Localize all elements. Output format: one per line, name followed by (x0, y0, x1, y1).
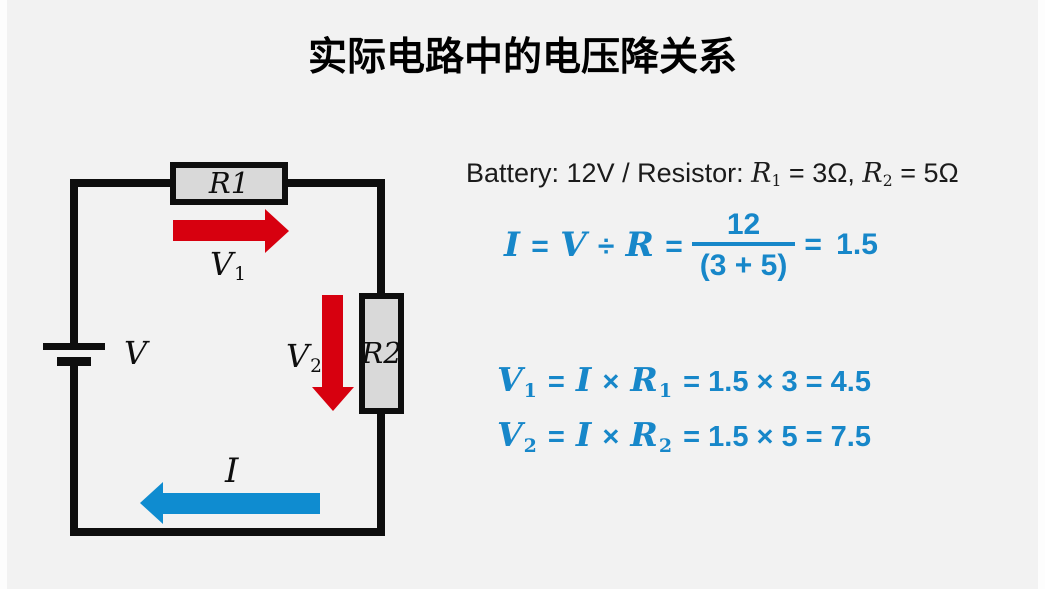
right-edge-strip (1038, 0, 1045, 589)
formula-current-v: V (560, 225, 587, 265)
formula-current: I = V ÷ R = 12 (3 + 5) = 1.5 (504, 208, 881, 282)
battery-symbol-short-plate (57, 357, 91, 366)
resistor-r1-symbol: R (208, 166, 231, 200)
formula-v2-i: I (575, 415, 592, 454)
formula-v2-r-subscript: 2 (658, 435, 673, 457)
formula-v1: V1 = I × R1 = 1.5 × 3 = 4.5 (497, 360, 874, 402)
spec-line: Battery: 12V / Resistor: R1 = 3Ω, R2 = 5… (466, 157, 959, 191)
battery-label: V (124, 334, 148, 372)
v2-voltage-drop-arrow (322, 295, 343, 387)
formula-v2: V2 = I × R2 = 1.5 × 5 = 7.5 (497, 415, 874, 457)
formula-current-r: R (625, 225, 654, 265)
v1-subscript: 1 (234, 263, 246, 285)
wire-left-upper (70, 179, 78, 345)
v1-voltage-drop-arrow-head-icon (265, 209, 289, 253)
formula-v2-calculation: = 1.5 × 5 = 7.5 (675, 421, 871, 453)
formula-current-eq1: = (522, 230, 558, 263)
formula-v2-r-symbol: R (630, 415, 658, 454)
formula-v1-r: R1 (630, 360, 673, 402)
spec-r1: R1 (751, 158, 782, 190)
fraction: 12 (3 + 5) (691, 208, 796, 282)
spec-r1-value: = 3Ω, (781, 158, 863, 188)
spec-r1-symbol: R (751, 158, 772, 189)
formula-current-divide: ÷ (589, 230, 623, 263)
formula-v2-lhs: V2 (497, 415, 537, 457)
formula-v1-i: I (575, 360, 592, 399)
v2-subscript: 2 (310, 355, 322, 377)
formula-v1-v-subscript: 1 (523, 380, 537, 402)
wire-bottom (70, 528, 385, 536)
spec-r2-subscript: 2 (882, 170, 893, 190)
formula-current-i: I (504, 225, 520, 265)
formula-v1-times: × (594, 366, 628, 398)
battery-symbol-long-plate (43, 343, 105, 350)
formula-current-rhs: = 1.5 (801, 228, 881, 262)
resistor-r2-symbol: R (361, 336, 384, 370)
resistor-r1-subscript: 1 (230, 166, 250, 200)
formula-v1-lhs: V1 (497, 360, 537, 402)
v1-voltage-drop-arrow (173, 220, 265, 241)
spec-r1-subscript: 1 (771, 170, 782, 190)
resistor-r2-subscript: 2 (383, 336, 402, 370)
formula-v1-eq1: = (539, 366, 573, 398)
left-edge-strip (0, 0, 7, 589)
v1-label: V1 (210, 248, 246, 284)
resistor-r2-label: R2 (361, 339, 401, 368)
formula-v2-eq1: = (539, 421, 573, 453)
spec-r2: R2 (862, 158, 893, 190)
spec-r2-symbol: R (862, 158, 883, 189)
formula-v2-r: R2 (630, 415, 673, 457)
spec-r2-value: = 5Ω (892, 158, 959, 188)
wire-left-lower (70, 364, 78, 536)
formula-v2-v-subscript: 2 (523, 435, 537, 457)
fraction-denominator: (3 + 5) (691, 242, 796, 282)
formula-v1-r-symbol: R (630, 360, 658, 399)
formula-v2-v: V (497, 415, 523, 454)
v2-symbol: V (286, 337, 310, 375)
current-arrow-head-icon (140, 482, 163, 524)
resistor-r1-label: R1 (209, 169, 249, 198)
fraction-numerator: 12 (726, 208, 761, 241)
resistor-r2-box: R2 (359, 293, 404, 414)
v2-label: V2 (286, 340, 322, 376)
v2-voltage-drop-arrow-head-icon (312, 387, 354, 411)
v1-symbol: V (210, 245, 234, 283)
formula-current-eq2: = (656, 230, 683, 263)
formula-v1-calculation: = 1.5 × 3 = 4.5 (675, 366, 871, 398)
formula-current-eq3: = (804, 228, 831, 261)
formula-current-result: 1.5 (836, 228, 878, 261)
current-arrow (163, 493, 320, 514)
formula-current-lhs: I = V ÷ R = (504, 225, 686, 265)
page-title: 实际电路中的电压降关系 (307, 36, 737, 79)
formula-v1-v: V (497, 360, 523, 399)
formula-v1-r-subscript: 1 (658, 380, 673, 402)
spec-prefix: Battery: 12V / Resistor: (466, 158, 752, 188)
formula-v2-times: × (594, 421, 628, 453)
resistor-r1-box: R1 (170, 162, 288, 205)
current-label: I (225, 451, 239, 491)
